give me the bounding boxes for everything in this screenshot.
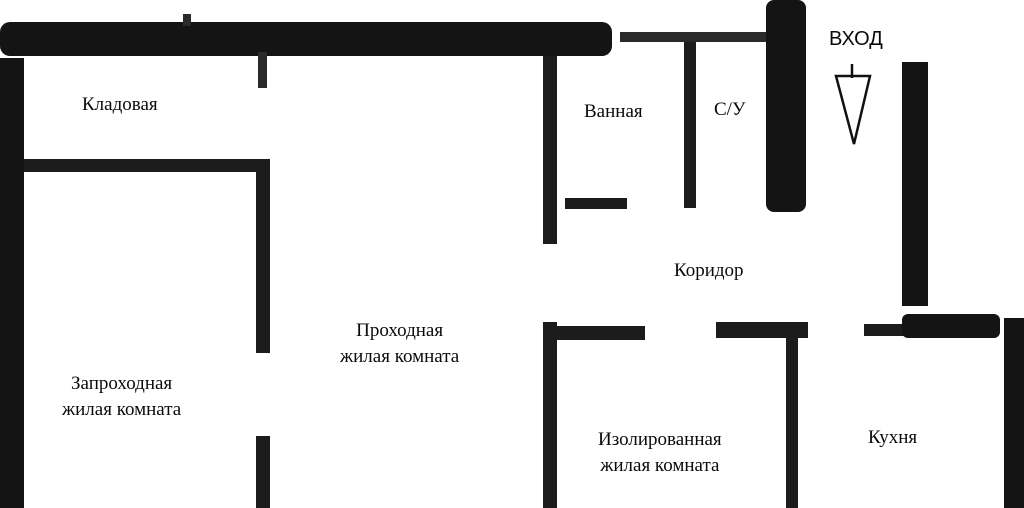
entrance-arrow-icon [834, 74, 872, 145]
room-label-corridor: Коридор [674, 258, 744, 284]
room-label-entrance: ВХОД [829, 26, 883, 52]
wall-isolated-top-left [557, 326, 645, 340]
wall-top-mark-1 [183, 14, 191, 26]
room-label-walkthrough-line1: Проходная [356, 320, 444, 341]
room-label-bathroom-text: Ванная [584, 101, 643, 122]
room-label-kitchen-text: Кухня [868, 427, 918, 448]
room-label-rear: Запроходная жилая комната [62, 371, 181, 423]
room-label-isolated-line1: Изолированная [598, 429, 722, 450]
room-label-walkthrough: Проходная жилая комната [340, 318, 459, 370]
wall-isolated-kitchen-divider [786, 336, 798, 508]
room-label-rear-line1: Запроходная [71, 373, 173, 394]
room-label-bathroom: Ванная [584, 99, 643, 125]
room-label-toilet-text: С/У [714, 99, 746, 120]
wall-kitchen-top-thick [902, 314, 1000, 338]
wall-kitchen-left-upper [902, 62, 928, 306]
wall-isolated-top-right [716, 322, 808, 338]
wall-storage-bottom [24, 159, 270, 172]
wall-left-exterior [0, 58, 24, 508]
wall-bath-toilet-divider [684, 42, 696, 208]
wall-top-exterior [0, 22, 612, 56]
wall-top-thin-segment [620, 32, 772, 42]
wall-rear-room-right-lower [256, 436, 270, 508]
room-label-toilet: С/У [714, 97, 745, 123]
wall-rear-room-right [256, 163, 270, 353]
wall-walkthrough-right-lower [543, 322, 557, 508]
room-label-isolated-line2: жилая комната [600, 455, 720, 476]
wall-bathroom-bottom [565, 198, 627, 209]
room-label-storage-text: Кладовая [82, 94, 158, 115]
wall-kitchen-top [864, 324, 912, 336]
room-label-entrance-text: ВХОД [829, 28, 883, 50]
wall-top-mark-2 [258, 52, 267, 88]
wall-right-exterior [1004, 318, 1024, 508]
wall-walkthrough-right-upper [543, 56, 557, 244]
room-label-kitchen: Кухня [868, 425, 917, 451]
room-label-rear-line2: жилая комната [62, 399, 182, 420]
wall-entrance-vertical [766, 0, 806, 212]
room-label-walkthrough-line2: жилая комната [340, 346, 460, 367]
room-label-corridor-text: Коридор [674, 260, 744, 281]
room-label-storage: Кладовая [82, 92, 158, 118]
room-label-isolated: Изолированная жилая комната [598, 427, 722, 479]
